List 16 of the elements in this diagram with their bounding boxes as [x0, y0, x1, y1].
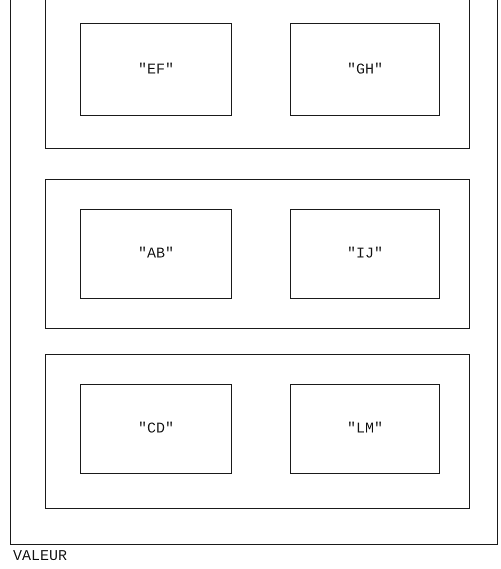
node-label: VALEUR — [13, 548, 68, 565]
text-box — [80, 209, 232, 299]
frame-box — [45, 179, 470, 329]
box-label: "CD" — [136, 420, 175, 438]
text-box — [290, 23, 440, 116]
box-label: "AB" — [136, 246, 175, 262]
text-box — [290, 209, 440, 299]
text-box — [80, 384, 232, 474]
box-label: "GH" — [346, 61, 384, 78]
frame-box — [45, 354, 470, 509]
box-label: "EF" — [136, 61, 175, 78]
box-label: "LM" — [346, 420, 384, 438]
text-box — [290, 384, 440, 474]
text-box — [80, 23, 232, 116]
box-label: "IJ" — [346, 246, 384, 262]
frame-box — [45, 0, 470, 149]
